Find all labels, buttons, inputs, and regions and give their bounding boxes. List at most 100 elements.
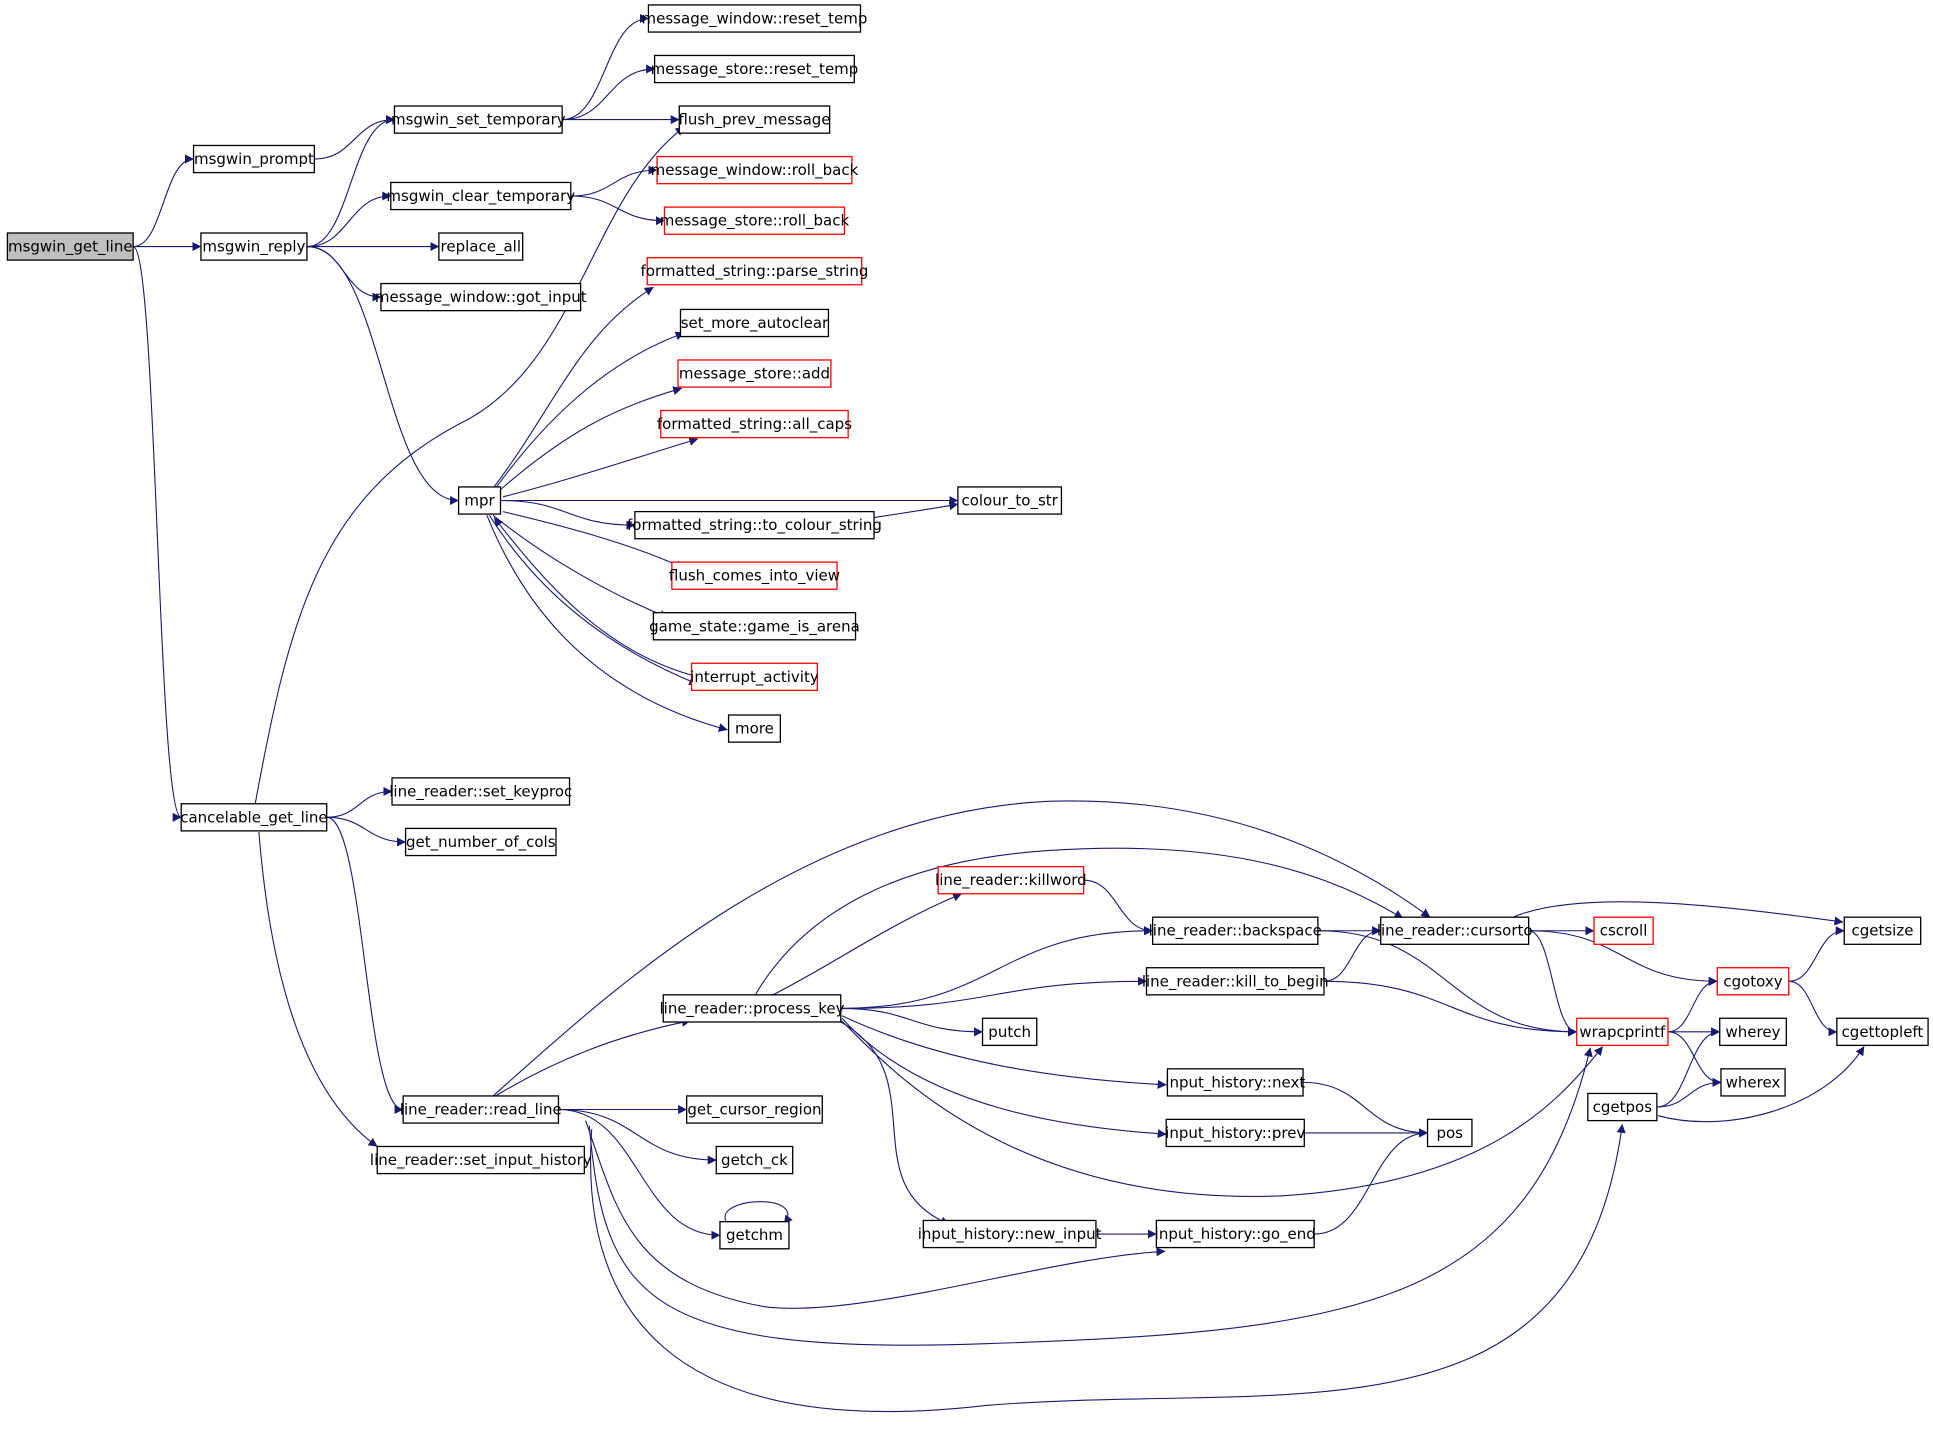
node-n49[interactable]: cgettopleft xyxy=(1836,1017,1929,1047)
node-box[interactable] xyxy=(686,1095,823,1124)
node-box[interactable] xyxy=(1719,1017,1787,1047)
node-box[interactable] xyxy=(391,777,571,806)
node-n37[interactable]: input_history::prev xyxy=(1165,1118,1305,1148)
node-box[interactable] xyxy=(376,1145,585,1175)
node-n42[interactable]: wrapcprintf xyxy=(1576,1017,1669,1047)
node-box[interactable] xyxy=(981,1017,1038,1047)
node-n20[interactable]: flush_comes_into_view xyxy=(669,561,840,590)
node-n48[interactable]: cgetsize xyxy=(1843,916,1922,945)
node-n45[interactable]: cgotoxy xyxy=(1716,967,1790,996)
node-n22[interactable]: interrupt_activity xyxy=(690,662,819,692)
node-n47[interactable]: wherex xyxy=(1720,1068,1786,1097)
node-box[interactable] xyxy=(653,54,855,84)
node-box[interactable] xyxy=(727,714,782,743)
node-box[interactable] xyxy=(678,105,831,134)
node-box[interactable] xyxy=(647,4,862,33)
node-n13[interactable]: message_store::roll_back xyxy=(660,206,850,235)
node-box[interactable] xyxy=(404,827,557,857)
node-n25[interactable]: get_number_of_cols xyxy=(404,827,557,857)
node-n33[interactable]: line_reader::backspace xyxy=(1149,916,1322,945)
node-box[interactable] xyxy=(1151,916,1319,945)
node-box[interactable] xyxy=(677,359,832,388)
node-box[interactable] xyxy=(1843,916,1922,945)
node-box[interactable] xyxy=(6,232,134,261)
node-n0[interactable]: msgwin_get_line xyxy=(6,232,134,261)
node-n43[interactable]: pos xyxy=(1426,1118,1473,1148)
node-box[interactable] xyxy=(656,155,853,185)
node-n35[interactable]: putch xyxy=(981,1017,1038,1047)
node-box[interactable] xyxy=(715,1145,794,1175)
node-n32[interactable]: line_reader::killword xyxy=(935,865,1087,895)
node-box[interactable] xyxy=(390,181,572,211)
node-n38[interactable]: input_history::new_input xyxy=(918,1219,1102,1249)
node-box[interactable] xyxy=(660,409,849,439)
node-n17[interactable]: formatted_string::all_caps xyxy=(657,409,852,439)
node-box[interactable] xyxy=(671,561,838,590)
node-n14[interactable]: formatted_string::parse_string xyxy=(641,257,869,286)
node-box[interactable] xyxy=(652,612,857,641)
node-box[interactable] xyxy=(1836,1017,1929,1047)
node-box[interactable] xyxy=(180,803,328,832)
node-n9[interactable]: message_window::reset_temp xyxy=(642,4,868,33)
node-box[interactable] xyxy=(1145,967,1325,996)
node-box[interactable] xyxy=(663,206,846,235)
node-n30[interactable]: getch_ck xyxy=(715,1145,794,1175)
node-box[interactable] xyxy=(438,232,524,261)
node-box[interactable] xyxy=(1155,1219,1315,1249)
node-box[interactable] xyxy=(719,1221,790,1250)
node-n31[interactable]: getchm xyxy=(719,1221,790,1250)
node-n27[interactable]: line_reader::set_input_history xyxy=(370,1145,592,1175)
node-box[interactable] xyxy=(380,282,582,312)
node-n3[interactable]: cancelable_get_line xyxy=(180,803,328,832)
node-n15[interactable]: set_more_autoclear xyxy=(679,308,830,338)
node-box[interactable] xyxy=(957,486,1063,515)
node-box[interactable] xyxy=(1587,1092,1658,1122)
node-n26[interactable]: line_reader::read_line xyxy=(400,1095,562,1124)
node-box[interactable] xyxy=(646,257,863,286)
node-box[interactable] xyxy=(393,105,563,134)
node-n23[interactable]: more xyxy=(727,714,782,743)
node-n8[interactable]: mpr xyxy=(457,486,502,515)
node-n44[interactable]: cgetpos xyxy=(1587,1092,1658,1122)
node-box[interactable] xyxy=(1576,1017,1669,1047)
node-n40[interactable]: line_reader::cursorto xyxy=(1377,916,1533,945)
node-box[interactable] xyxy=(679,308,830,338)
node-n19[interactable]: formatted_string::to_colour_string xyxy=(627,510,882,540)
node-box[interactable] xyxy=(1166,1068,1304,1097)
node-n1[interactable]: msgwin_prompt xyxy=(192,144,316,174)
node-n11[interactable]: flush_prev_message xyxy=(678,105,831,134)
node-box[interactable] xyxy=(192,144,316,174)
node-box[interactable] xyxy=(1716,967,1790,996)
node-n39[interactable]: input_history::go_end xyxy=(1155,1219,1316,1249)
node-n4[interactable]: msgwin_set_temporary xyxy=(391,105,566,134)
node-n34[interactable]: line_reader::kill_to_begin xyxy=(1142,967,1329,996)
node-box[interactable] xyxy=(634,510,875,540)
node-n46[interactable]: wherey xyxy=(1719,1017,1787,1047)
node-n24[interactable]: line_reader::set_keyproc xyxy=(389,777,572,806)
node-n16[interactable]: message_store::add xyxy=(677,359,832,388)
node-n2[interactable]: msgwin_reply xyxy=(200,232,308,261)
node-box[interactable] xyxy=(922,1219,1097,1249)
node-box[interactable] xyxy=(200,232,308,261)
node-n6[interactable]: replace_all xyxy=(438,232,524,261)
node-n28[interactable]: line_reader::process_key xyxy=(659,994,845,1023)
node-n29[interactable]: get_cursor_region xyxy=(686,1095,823,1124)
node-n7[interactable]: message_window::got_input xyxy=(375,282,587,312)
node-box[interactable] xyxy=(402,1095,560,1124)
node-n5[interactable]: msgwin_clear_temporary xyxy=(386,181,575,211)
node-n12[interactable]: message_window::roll_back xyxy=(651,155,859,185)
node-box[interactable] xyxy=(937,865,1085,895)
node-box[interactable] xyxy=(1380,916,1530,945)
node-n41[interactable]: cscroll xyxy=(1593,916,1654,945)
node-n10[interactable]: message_store::reset_temp xyxy=(651,54,859,84)
node-n36[interactable]: input_history::next xyxy=(1165,1068,1305,1097)
node-box[interactable] xyxy=(1426,1118,1473,1148)
node-box[interactable] xyxy=(1720,1068,1786,1097)
node-box[interactable] xyxy=(690,662,818,692)
node-n18[interactable]: colour_to_str xyxy=(957,486,1063,515)
node-box[interactable] xyxy=(1165,1118,1305,1148)
node-n21[interactable]: game_state::game_is_arena xyxy=(649,612,860,641)
node-box[interactable] xyxy=(1593,916,1654,945)
node-box[interactable] xyxy=(662,994,842,1023)
node-box[interactable] xyxy=(457,486,502,515)
